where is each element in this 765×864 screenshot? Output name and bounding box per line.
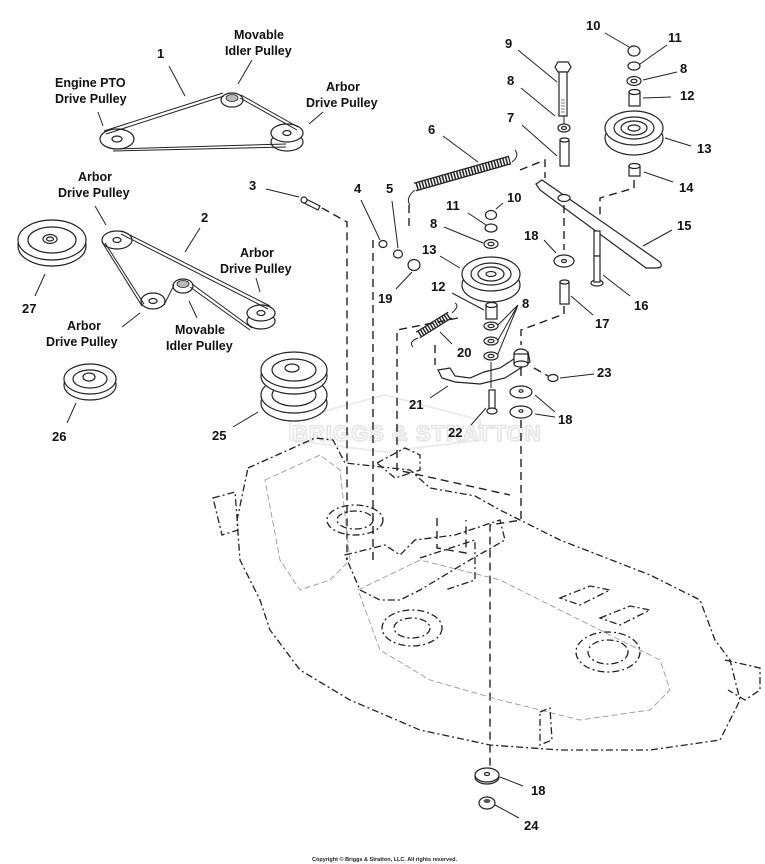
callout-11-top: 11: [668, 30, 682, 45]
callout-20: 20: [457, 345, 471, 360]
callout-5: 5: [386, 181, 393, 196]
engine-pto-pulley: [99, 128, 135, 150]
grease-fitting-23: [547, 373, 559, 383]
washer-8-bolt: [557, 123, 571, 133]
callout-18-mid: 18: [524, 228, 538, 243]
label-idler-belt2-l1: Movable: [175, 323, 225, 337]
idler-pulley-belt2: [172, 278, 194, 294]
belt-diagram-1: Engine PTO Drive Pulley Movable Idler Pu…: [55, 28, 378, 152]
callout-4: 4: [354, 181, 362, 196]
callout-3: 3: [249, 178, 256, 193]
label-engine-pto-l1: Engine PTO: [55, 76, 126, 90]
copyright-text: Copyright © Briggs & Stratton, LLC. All …: [312, 856, 458, 863]
label-arbor-belt1-l2: Drive Pulley: [306, 96, 378, 110]
callout-21: 21: [409, 397, 423, 412]
bolt-9: [554, 61, 572, 117]
bolt-16: [590, 230, 604, 287]
label-idler-belt1-l1: Movable: [234, 28, 284, 42]
watermark-text: BRIGGS & STRATTON: [292, 421, 542, 446]
callout-1: 1: [157, 46, 164, 61]
callout-13-mid: 13: [422, 242, 436, 257]
callout-26: 26: [52, 429, 66, 444]
pulley-27: [17, 219, 87, 267]
callout-12-top: 12: [680, 88, 694, 103]
belt-2: [101, 230, 271, 331]
spacer-17: [559, 279, 570, 305]
label-arbor-belt1-l1: Arbor: [326, 80, 360, 94]
label-arbor-bottom-l2: Drive Pulley: [46, 335, 118, 349]
cap-nut-19: [407, 258, 421, 272]
spring-6: [407, 149, 518, 206]
belt-1: [103, 92, 299, 152]
flange-nut-24: [478, 796, 496, 810]
lock-washer-11-top: [627, 61, 641, 71]
callout-18-bottom: 18: [531, 783, 545, 798]
spacer-14: [628, 162, 641, 177]
belt-diagram-2: Arbor Drive Pulley Arbor Drive Pulley Ar…: [46, 170, 292, 353]
callout-8-bolt: 8: [507, 73, 514, 88]
callout-12-mid: 12: [431, 279, 445, 294]
lock-washer-11-mid: [484, 223, 498, 233]
callout-14: 14: [679, 180, 694, 195]
bushing-12-top: [628, 88, 641, 107]
callout-18-lower: 18: [558, 412, 572, 427]
label-idler-belt1-l2: Idler Pulley: [225, 44, 292, 58]
washer-18-bottom: [474, 767, 500, 785]
nut-5: [392, 249, 404, 259]
washers-8-lower: [483, 321, 499, 361]
callout-8-mid: 8: [430, 216, 437, 231]
callout-27: 27: [22, 301, 36, 316]
idler-pulley-13-mid: [461, 256, 521, 303]
label-arbor-right-l2: Drive Pulley: [220, 262, 292, 276]
label-idler-belt2-l2: Idler Pulley: [166, 339, 233, 353]
callout-2: 2: [201, 210, 208, 225]
label-arbor-bottom-l1: Arbor: [67, 319, 101, 333]
callout-10-top: 10: [586, 18, 600, 33]
idler-pulley-13-top: [604, 110, 664, 156]
callout-22: 22: [448, 425, 462, 440]
callout-24: 24: [524, 818, 539, 833]
nut-10-top: [627, 45, 641, 57]
label-arbor-top-l1: Arbor: [78, 170, 112, 184]
arbor-pulley-bottom-belt2: [140, 292, 166, 310]
nut-10-mid: [484, 209, 498, 221]
idler-bracket-21: [437, 348, 531, 385]
callout-8-lower: 8: [522, 296, 529, 311]
arbor-pulley-right-belt2: [246, 304, 276, 330]
callout-6: 6: [428, 122, 435, 137]
bushing-12-mid: [485, 301, 498, 320]
callout-8-top: 8: [680, 61, 687, 76]
pulley-25: [260, 351, 328, 422]
pulley-26: [63, 363, 117, 401]
callout-25: 25: [212, 428, 226, 443]
callout-7: 7: [507, 110, 514, 125]
idler-pulley-belt1: [220, 92, 244, 108]
callout-10-mid: 10: [507, 190, 521, 205]
callout-17: 17: [595, 316, 609, 331]
callout-15: 15: [677, 218, 691, 233]
bolt-22: [486, 389, 498, 415]
idler-arm-15: [535, 179, 662, 269]
washers-18-lower: [509, 385, 533, 419]
label-arbor-right-l1: Arbor: [240, 246, 274, 260]
callout-13-top: 13: [697, 141, 711, 156]
callout-16: 16: [634, 298, 648, 313]
callout-23: 23: [597, 365, 611, 380]
spacer-7: [559, 137, 570, 167]
washer-4: [378, 239, 388, 249]
bolt-3: [300, 196, 321, 211]
mower-deck: [212, 437, 761, 751]
label-engine-pto-l2: Drive Pulley: [55, 92, 127, 106]
washer-8-top: [626, 75, 642, 87]
label-arbor-top-l2: Drive Pulley: [58, 186, 130, 200]
spring-20: [410, 302, 458, 348]
callout-19: 19: [378, 291, 392, 306]
washer-8-mid: [483, 238, 499, 250]
callout-11-mid: 11: [446, 198, 460, 213]
watermark: BRIGGS & STRATTON: [289, 393, 542, 454]
washer-18-mid: [553, 254, 575, 268]
callout-9: 9: [505, 36, 512, 51]
